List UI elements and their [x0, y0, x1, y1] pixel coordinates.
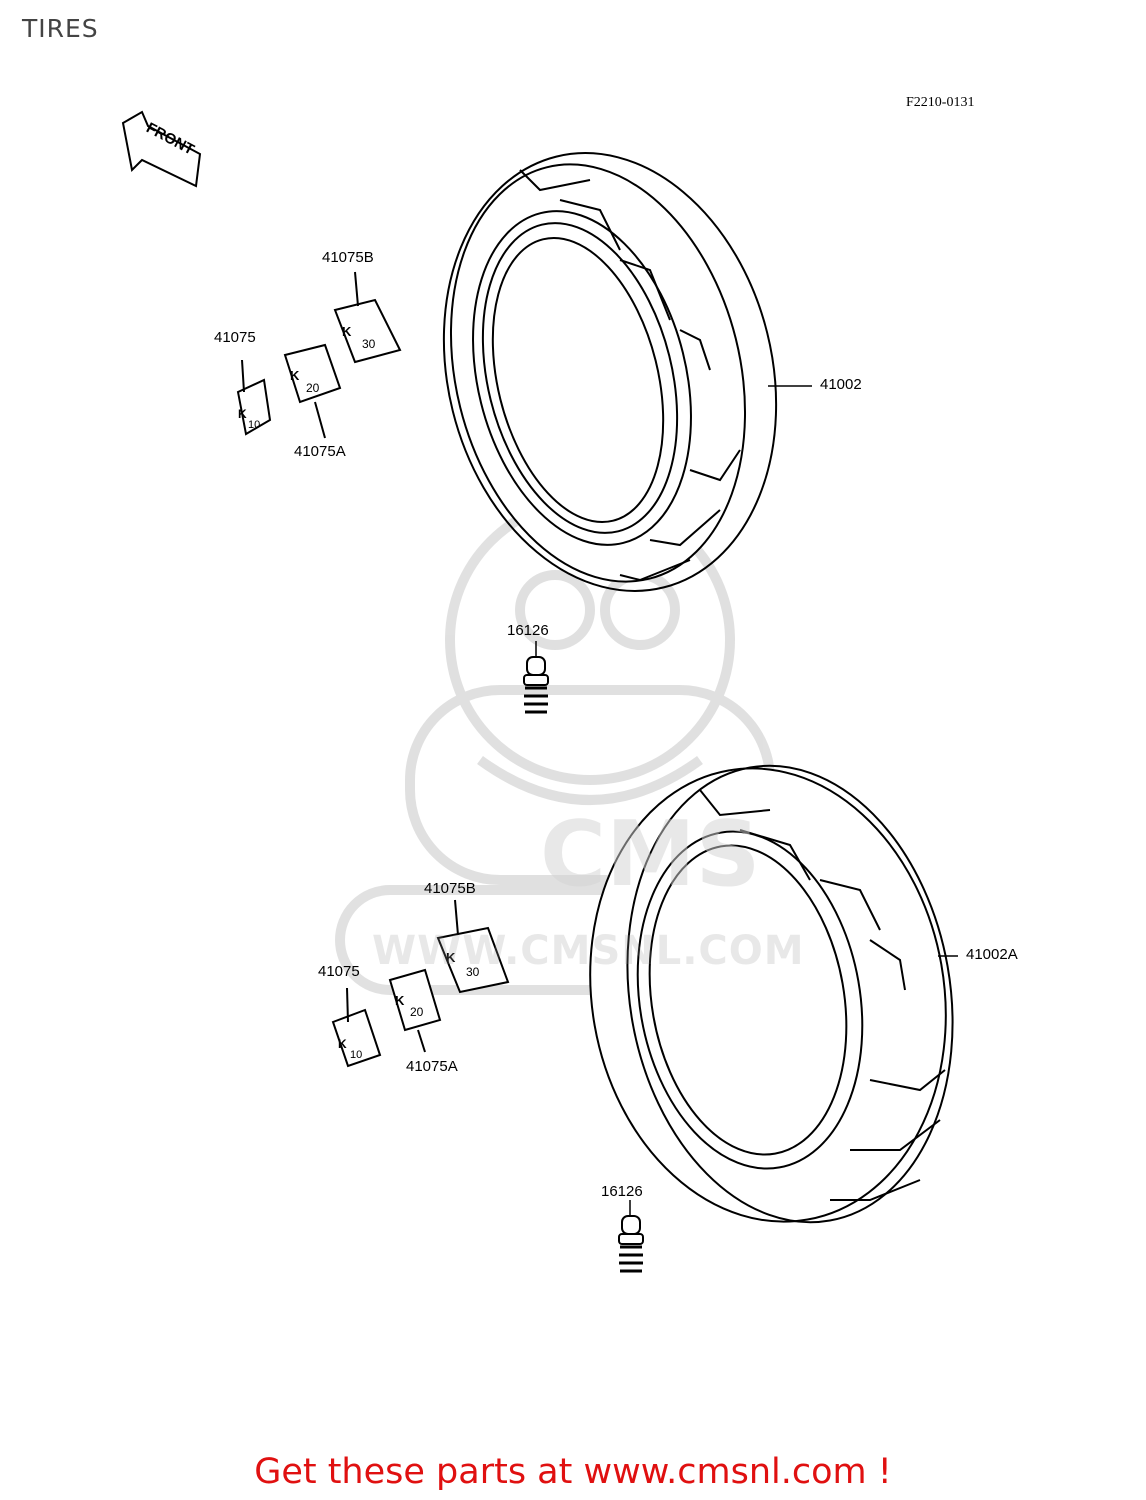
part-label-rear-weight-30[interactable]: 41075B	[424, 880, 476, 897]
front-weight10-mark: 10	[248, 419, 260, 431]
front-weight10-k: K	[238, 407, 247, 421]
page-title: TIRES	[22, 14, 99, 43]
rear-weight10-k: K	[338, 1037, 347, 1051]
part-label-front-valve[interactable]: 16126	[507, 622, 549, 639]
leader-lines	[535, 385, 958, 1215]
front-weight20-k: K	[290, 368, 300, 383]
rear-weight30-k: K	[446, 950, 456, 965]
front-direction-arrow	[121, 110, 202, 188]
rear-weight20-k: K	[395, 993, 405, 1008]
front-weight30-mark: 30	[362, 337, 376, 351]
front-weights-drawing	[236, 271, 402, 439]
rear-weights-drawing	[331, 899, 510, 1068]
rear-weight30-mark: 30	[466, 965, 480, 979]
footer-cta-link[interactable]: Get these parts at www.cmsnl.com !	[254, 1452, 892, 1492]
front-weight30-k: K	[342, 324, 352, 339]
front-tire-drawing	[442, 152, 778, 592]
part-label-front-weight-10[interactable]: 41075	[214, 329, 256, 346]
watermark-url: WWW.CMSNL.COM	[372, 928, 805, 974]
front-valve-drawing	[523, 656, 549, 714]
part-label-rear-weight-10[interactable]: 41075	[318, 963, 360, 980]
rear-tire-drawing	[589, 764, 954, 1224]
drawing-code: F2210-0131	[906, 95, 975, 110]
part-label-front-weight-20[interactable]: 41075A	[294, 443, 346, 460]
watermark-brand: CMS	[540, 802, 760, 907]
part-label-front-weight-30[interactable]: 41075B	[322, 249, 374, 266]
rear-weight20-mark: 20	[410, 1005, 424, 1019]
part-label-front-tire[interactable]: 41002	[820, 376, 862, 393]
rear-weight10-mark: 10	[350, 1049, 362, 1061]
rear-valve-drawing	[618, 1215, 644, 1273]
part-label-rear-weight-20[interactable]: 41075A	[406, 1058, 458, 1075]
front-weight20-mark: 20	[306, 381, 320, 395]
part-label-rear-tire[interactable]: 41002A	[966, 946, 1018, 963]
part-label-rear-valve[interactable]: 16126	[601, 1183, 643, 1200]
